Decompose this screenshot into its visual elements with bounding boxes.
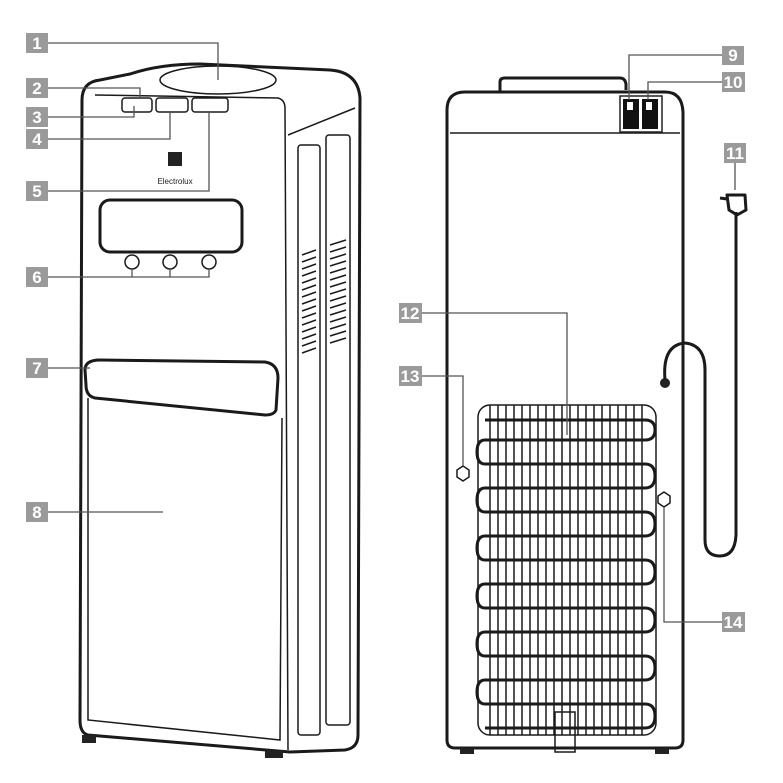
- label-10: 10: [722, 72, 745, 92]
- label-12: 12: [399, 303, 422, 323]
- label-9: 9: [722, 46, 744, 65]
- front-dispenser: Electrolux: [78, 62, 362, 754]
- svg-text:9: 9: [728, 46, 737, 65]
- label-1: 1: [26, 33, 48, 53]
- label-6: 6: [26, 267, 48, 287]
- drip-tray[interactable]: [83, 358, 280, 417]
- button-child-lock[interactable]: [191, 97, 229, 113]
- svg-text:8: 8: [32, 503, 41, 522]
- label-4: 4: [26, 129, 48, 149]
- svg-text:5: 5: [32, 182, 41, 201]
- tap-warm[interactable]: [162, 254, 178, 270]
- tap-cold[interactable]: [201, 254, 217, 270]
- svg-text:10: 10: [724, 73, 743, 92]
- label-14: 14: [722, 612, 745, 632]
- drain-plug[interactable]: [554, 711, 576, 753]
- leader-lines: [48, 42, 736, 623]
- svg-text:4: 4: [32, 130, 42, 149]
- svg-text:1: 1: [32, 34, 41, 53]
- label-2: 2: [26, 78, 48, 98]
- button-cold[interactable]: [155, 97, 189, 113]
- nut-left: [456, 465, 470, 482]
- svg-text:12: 12: [401, 304, 420, 323]
- label-5: 5: [26, 181, 48, 201]
- svg-text:13: 13: [401, 367, 420, 386]
- power-cord: [663, 212, 738, 558]
- electrolux-logo: Electrolux: [157, 152, 193, 186]
- svg-text:6: 6: [32, 268, 41, 287]
- condenser-coil: [475, 404, 657, 736]
- tap-panel: [98, 198, 244, 254]
- svg-text:3: 3: [32, 108, 41, 127]
- tap-hot[interactable]: [124, 254, 140, 270]
- svg-text:7: 7: [32, 359, 41, 378]
- power-plug: [719, 193, 748, 217]
- label-3: 3: [26, 107, 48, 127]
- label-13: 13: [399, 366, 422, 386]
- label-11: 11: [724, 143, 746, 163]
- label-8: 8: [26, 502, 48, 522]
- button-hot[interactable]: [121, 97, 153, 113]
- svg-text:14: 14: [724, 613, 743, 632]
- svg-text:2: 2: [32, 79, 41, 98]
- label-7: 7: [26, 358, 48, 378]
- vent-grille: [301, 239, 347, 354]
- svg-text:11: 11: [726, 144, 744, 163]
- svg-text:Electrolux: Electrolux: [157, 177, 192, 186]
- nut-right: [657, 491, 671, 508]
